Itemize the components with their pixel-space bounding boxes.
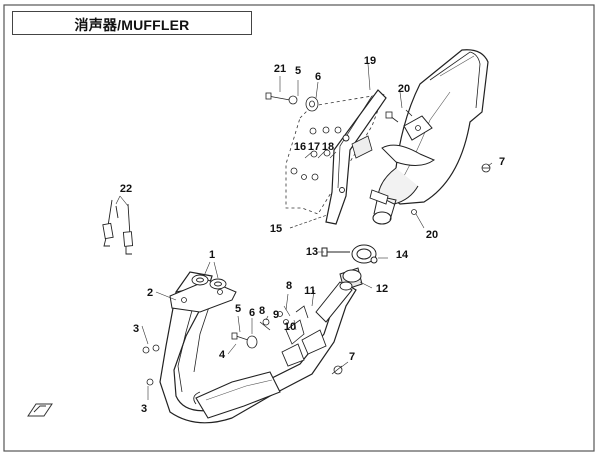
callout-16: 16: [294, 141, 306, 153]
callout-1: 1: [209, 249, 215, 261]
callout-17: 17: [308, 141, 320, 153]
callout-7: 7: [499, 156, 505, 168]
callout-10: 10: [284, 321, 296, 333]
brand-logo-icon: [27, 403, 53, 417]
catalyst-section: [195, 371, 281, 419]
callout-2: 2: [147, 287, 153, 299]
callout-5: 5: [235, 303, 241, 315]
callout-19: 19: [364, 55, 376, 67]
callout-12: 12: [376, 283, 388, 295]
callout-9: 9: [273, 309, 279, 321]
muffler-inlet-pipe: [372, 211, 392, 225]
callout-leaders-upper: [279, 63, 493, 229]
callout-8: 8: [286, 280, 292, 292]
callout-7: 7: [349, 351, 355, 363]
callout-18: 18: [322, 141, 334, 153]
diagram-border: [3, 4, 595, 452]
oxygen-sensor-pair: [102, 199, 134, 255]
callout-11: 11: [304, 285, 316, 297]
assembly-group-outline-upper: [285, 93, 385, 215]
fastener-set-upper: [265, 92, 491, 215]
callout-22: 22: [120, 183, 132, 195]
callout-21: 21: [274, 63, 286, 75]
callout-6: 6: [249, 307, 255, 319]
callout-4: 4: [219, 349, 226, 361]
fastener-set-lower: [142, 305, 343, 386]
callout-3: 3: [141, 403, 147, 415]
callout-6: 6: [315, 71, 321, 83]
callout-20: 20: [426, 229, 438, 241]
callout-15: 15: [270, 223, 282, 235]
callout-14: 14: [396, 249, 409, 261]
callout-3: 3: [133, 323, 139, 335]
callout-5: 5: [295, 65, 301, 77]
callout-20: 20: [398, 83, 410, 95]
gasket-set: [191, 274, 227, 290]
callout-8: 8: [259, 305, 265, 317]
title-box: 消声器/MUFFLER: [12, 11, 252, 35]
page-title: 消声器/MUFFLER: [74, 17, 190, 33]
callout-13: 13: [306, 246, 318, 258]
callout-leaders-lower: [115, 195, 349, 400]
callout-leader-15: [289, 213, 331, 229]
